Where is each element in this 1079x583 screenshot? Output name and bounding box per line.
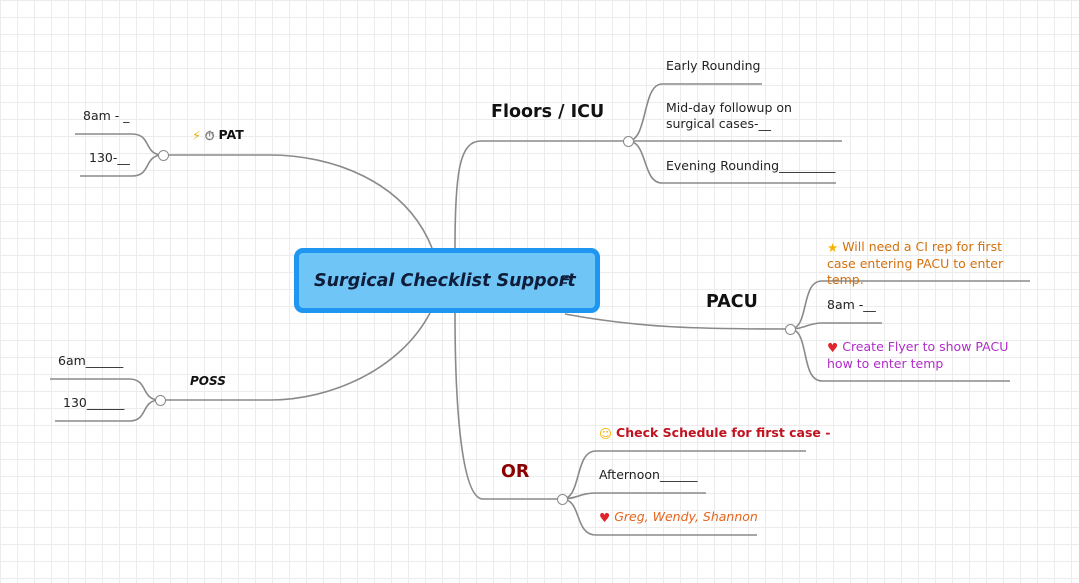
connector-pat <box>163 154 433 249</box>
topic-names-text: Greg, Wendy, Shannon <box>614 509 758 524</box>
connector-or-afternoon <box>561 492 706 500</box>
branch-poss[interactable]: POSS <box>190 374 226 388</box>
or-collapse-toggle[interactable] <box>557 494 568 505</box>
heart-icon: ♥ <box>827 340 839 355</box>
face-icon: ☺ <box>599 426 613 441</box>
lightning-icon: ⚡ <box>192 128 201 143</box>
topic-check-schedule[interactable]: ☺Check Schedule for first case - <box>599 425 830 442</box>
connector-poss-6am <box>50 378 161 401</box>
branch-or[interactable]: OR <box>501 462 530 482</box>
connector-pat-8am <box>75 133 164 156</box>
connector-pacu-8am <box>789 322 882 330</box>
connector-floors-evening <box>627 140 836 184</box>
branch-floors-icu[interactable]: Floors / ICU <box>491 102 605 122</box>
connector-poss <box>160 312 431 401</box>
connector-pacu-flyer <box>789 328 1010 382</box>
connector-pacu-ci <box>789 280 1030 330</box>
branch-pacu[interactable]: PACU <box>706 292 758 312</box>
connector-floors-early <box>627 83 762 142</box>
connector-floors <box>454 140 628 249</box>
topic-pacu-8am[interactable]: 8am -__ <box>827 297 876 312</box>
topic-ci-rep-text: Will need a CI rep for first case enteri… <box>827 239 1004 287</box>
floors-collapse-toggle[interactable] <box>623 136 634 147</box>
note-icon[interactable] <box>561 271 575 290</box>
topic-create-flyer[interactable]: ♥Create Flyer to show PACU how to enter … <box>827 339 1012 372</box>
heart-icon: ♥ <box>599 510 611 525</box>
topic-poss-6am[interactable]: 6am______ <box>58 353 124 368</box>
branch-pat[interactable]: ⚡⏱PAT <box>192 127 244 144</box>
clock-icon: ⏱ <box>204 128 215 143</box>
topic-evening-rounding[interactable]: Evening Rounding_________ <box>666 158 836 173</box>
connector-pat-130 <box>80 154 164 177</box>
connector-poss-130 <box>55 399 161 422</box>
connector-pacu <box>564 313 791 330</box>
topic-early-rounding[interactable]: Early Rounding <box>666 58 761 73</box>
poss-collapse-toggle[interactable] <box>155 395 166 406</box>
pacu-collapse-toggle[interactable] <box>785 324 796 335</box>
topic-greg-wendy-shannon[interactable]: ♥Greg, Wendy, Shannon <box>599 509 758 526</box>
branch-pat-label: PAT <box>218 127 244 142</box>
topic-pat-8am[interactable]: 8am - _ <box>83 108 130 123</box>
topic-poss-130[interactable]: 130______ <box>63 395 125 410</box>
star-icon: ★ <box>827 240 839 255</box>
topic-pat-130[interactable]: 130-__ <box>89 150 130 165</box>
topic-create-flyer-text: Create Flyer to show PACU how to enter t… <box>827 339 1009 371</box>
central-topic[interactable]: Surgical Checklist Support <box>294 248 600 313</box>
central-topic-label: Surgical Checklist Support <box>314 271 576 291</box>
connector-or <box>454 312 562 500</box>
topic-ci-rep[interactable]: ★Will need a CI rep for first case enter… <box>827 239 1032 288</box>
topic-midday-followup[interactable]: Mid-day followup on surgical cases-__ <box>666 100 792 131</box>
connector-or-schedule <box>561 450 806 500</box>
topic-afternoon[interactable]: Afternoon______ <box>599 467 698 482</box>
pat-collapse-toggle[interactable] <box>158 150 169 161</box>
topic-check-schedule-text: Check Schedule for first case - <box>616 425 831 440</box>
